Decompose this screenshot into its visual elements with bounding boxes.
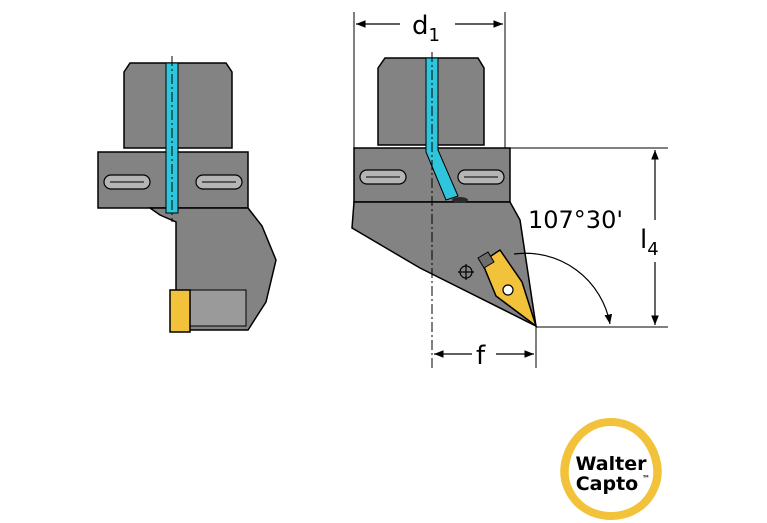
d1-label: d1 <box>412 11 440 46</box>
walter-capto-logo: Walter Capto ™ <box>560 418 662 520</box>
front-slot-right <box>457 169 505 185</box>
front-view <box>351 52 538 368</box>
side-view <box>97 56 277 333</box>
l4-label: l4 <box>640 225 659 260</box>
dimension-d1: d1 <box>353 11 506 148</box>
logo-line1: Walter <box>576 453 648 475</box>
side-insert <box>169 289 191 333</box>
f-label: f <box>476 341 486 371</box>
datum-symbol <box>458 264 474 280</box>
side-slot-left <box>103 174 151 190</box>
logo-line2: Capto <box>576 473 639 495</box>
dimension-f: f <box>434 327 537 371</box>
front-slot-left <box>359 169 407 185</box>
side-slot-right <box>195 174 243 190</box>
logo-tm: ™ <box>642 474 650 483</box>
dimension-angle: 107°30' <box>513 206 623 328</box>
front-coolant-channel <box>425 57 459 201</box>
dimension-l4: l4 <box>505 147 668 328</box>
angle-label: 107°30' <box>528 206 623 234</box>
